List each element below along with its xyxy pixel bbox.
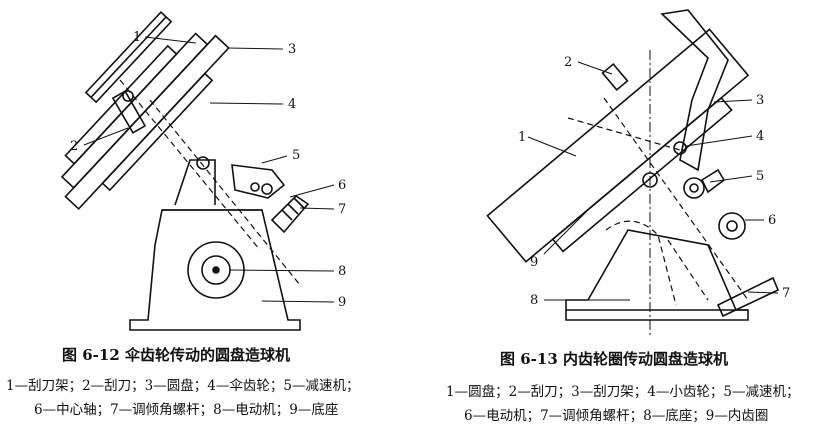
callout-9: 9 xyxy=(530,255,538,270)
center-axis xyxy=(603,97,749,301)
reducer-5 xyxy=(231,164,286,199)
reducer-5 xyxy=(683,177,705,199)
callout-6: 6 xyxy=(338,178,346,193)
callout-6: 6 xyxy=(768,213,776,228)
scraper-2 xyxy=(111,90,147,134)
callout-8: 8 xyxy=(530,293,538,308)
legend-line-2: 6—电动机；7—调倾角螺杆；8—底座；9—内齿圈 xyxy=(464,408,769,424)
figure-6-13: 1 2 3 4 5 6 7 8 9 图 6-13 内齿轮圈传动圆盘造球机 1—圆… xyxy=(418,0,836,442)
scraper-2 xyxy=(601,62,629,92)
small-gear-4 xyxy=(673,141,687,155)
base-8 xyxy=(565,229,749,321)
internal-ring-gear-9 xyxy=(605,220,677,306)
callout-7: 7 xyxy=(338,202,346,217)
callout-4: 4 xyxy=(756,129,764,144)
callout-2: 2 xyxy=(564,55,572,70)
support-column xyxy=(174,159,216,206)
figure-caption: 图 6-13 内齿轮圈传动圆盘造球机 xyxy=(500,350,728,368)
callout-5: 5 xyxy=(756,169,764,184)
callout-1: 1 xyxy=(518,130,526,145)
figure-caption: 图 6-12 伞齿轮传动的圆盘造球机 xyxy=(62,346,290,364)
tilt-screw-7 xyxy=(270,194,310,234)
callout-4: 4 xyxy=(288,97,296,112)
callout-3: 3 xyxy=(288,42,296,57)
figure-6-12: 1 2 3 4 5 6 7 8 9 图 6-12 伞齿轮传动的圆盘造球机 1—刮… xyxy=(6,10,360,418)
callout-5: 5 xyxy=(292,148,300,163)
callout-1: 1 xyxy=(133,30,141,45)
scraper-frame-1 xyxy=(84,10,173,104)
callout-9: 9 xyxy=(338,295,346,310)
callout-2: 2 xyxy=(70,139,78,154)
legend-line-1: 1—圆盘；2—刮刀；3—刮刀架；4—小齿轮；5—减速机； xyxy=(446,384,800,400)
tilt-screw-7 xyxy=(716,276,780,318)
motor-6 xyxy=(718,212,746,240)
bevel-gear-disc-pelletizer-drawing: 1 2 3 4 5 6 7 8 9 xyxy=(60,10,346,331)
scraper-frame-3 xyxy=(660,9,729,172)
disc-1 xyxy=(486,28,750,263)
callout-7: 7 xyxy=(782,286,790,301)
callout-3: 3 xyxy=(756,93,764,108)
center-axis-6 xyxy=(119,79,261,251)
internal-ring-gear-disc-pelletizer-drawing: 1 2 3 4 5 6 7 8 9 xyxy=(486,9,790,338)
legend-line-2: 6—中心轴；7—调倾角螺杆；8—电动机；9—底座 xyxy=(34,402,339,418)
callout-8: 8 xyxy=(338,264,346,279)
disc-3 xyxy=(60,32,230,210)
legend-line-1: 1—刮刀架；2—刮刀；3—圆盘；4—伞齿轮；5—减速机； xyxy=(6,378,360,394)
